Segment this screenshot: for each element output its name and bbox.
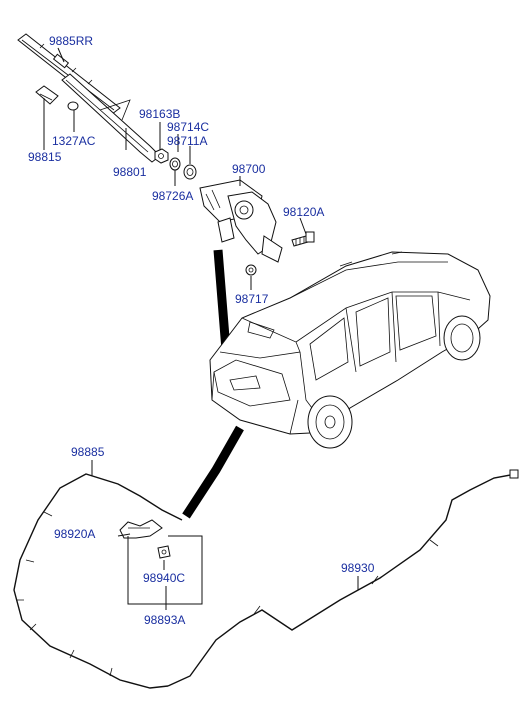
label-9885RR: 9885RR: [49, 34, 93, 48]
grommet-98726A: [169, 157, 181, 171]
label-98717: 98717: [235, 292, 269, 306]
leader-lines: [43, 47, 359, 610]
label-98163B: 98163B: [139, 107, 180, 121]
wiper-clip-98815: [35, 85, 59, 105]
label-98930: 98930: [341, 561, 375, 575]
cap-1327AC: [67, 101, 79, 111]
label-98120A: 98120A: [283, 205, 324, 219]
label-98711A: 98711A: [167, 134, 207, 148]
vehicle-illustration: [209, 251, 491, 449]
wiper-arm-98801: [61, 73, 161, 163]
grommet-98717: [245, 264, 257, 276]
nozzle-98920A: [119, 519, 163, 539]
label-98700: 98700: [232, 162, 266, 176]
wiper-motor-98700: [199, 179, 283, 263]
label-98714C: 98714C: [167, 120, 209, 134]
label-98815: 98815: [28, 150, 62, 164]
label-98726A: 98726A: [152, 189, 193, 203]
nut-98163B: [154, 148, 169, 164]
washer-98714C-98711A: [183, 164, 197, 180]
label-98920A: 98920A: [54, 527, 95, 541]
arrow-nozzle-to-car: [182, 425, 244, 519]
label-98893A: 98893A: [144, 613, 185, 627]
washer-hose-98930: [167, 469, 519, 687]
label-98940C: 98940C: [143, 571, 185, 585]
label-98801: 98801: [113, 165, 147, 179]
washer-hose-98885: [13, 473, 183, 689]
label-98885: 98885: [71, 445, 105, 459]
bolt-98120A: [291, 231, 315, 247]
label-1327AC: 1327AC: [52, 134, 96, 148]
grommet-98940C: [157, 545, 171, 559]
